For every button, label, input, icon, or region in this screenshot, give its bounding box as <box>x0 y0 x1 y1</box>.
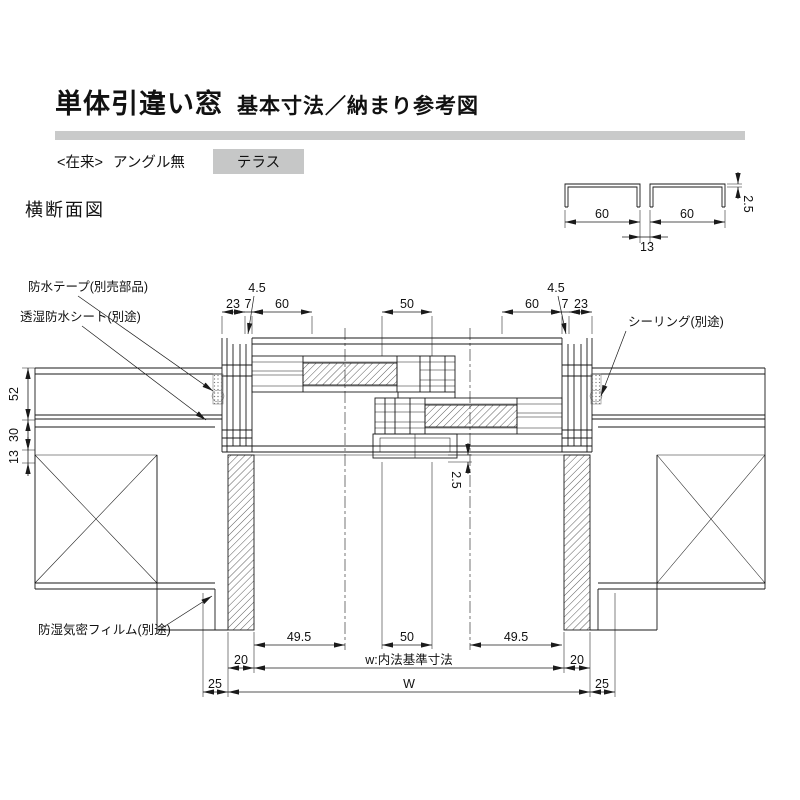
dim-7-left: 7 <box>245 297 252 311</box>
wall-section-left <box>34 367 228 631</box>
exterior-sash-stile <box>302 362 398 386</box>
dimensions-top: 23 7 60 50 60 7 23 4.5 4.5 <box>221 281 593 356</box>
label-sealing: シーリング(別途) <box>628 314 724 329</box>
page-title: 単体引違い窓 基本寸法／納まり参考図 <box>55 82 479 121</box>
dim-23-right: 23 <box>574 297 588 311</box>
title-sub: 基本寸法／納まり参考図 <box>237 95 479 118</box>
title-main: 単体引違い窓 <box>55 89 223 119</box>
dim-w-overall: W <box>403 677 415 691</box>
label-moisture-film: 防湿気密フィルム(別途) <box>38 622 171 637</box>
spec-type-badge: テラス <box>212 149 305 174</box>
spec-bracket: <在来> <box>57 155 103 171</box>
section-label: 横断面図 <box>25 200 105 220</box>
dim-49-5-right: 49.5 <box>504 630 528 644</box>
detail-dim-2-5: 2.5 <box>741 195 755 212</box>
dim-25-left: 25 <box>208 677 222 691</box>
label-breathable-sheet: 透湿防水シート(別途) <box>20 309 141 324</box>
dimensions-bottom: 49.5 50 49.5 20 w:内法基準寸法 20 25 W 25 <box>202 462 616 697</box>
spec-row: <在来> アングル無 テラス <box>57 149 305 174</box>
dimension-center: 2.5 <box>448 443 472 489</box>
post-right <box>563 454 591 631</box>
label-waterproof-tape: 防水テープ(別売部品) <box>28 279 148 294</box>
title-underline-bar <box>55 131 745 140</box>
tape-roll-right <box>589 389 603 403</box>
wall-section-right <box>590 367 766 631</box>
dim-52: 52 <box>7 387 21 401</box>
spec-angle: アングル無 <box>112 155 185 171</box>
dim-7-right: 7 <box>562 297 569 311</box>
dimensions-left: 52 30 13 <box>7 367 35 476</box>
sill-detail-drawing: 60 60 13 2.5 <box>564 172 755 254</box>
dim-30: 30 <box>7 428 21 442</box>
sealing-area-right <box>590 373 602 405</box>
dim-60-right: 60 <box>525 297 539 311</box>
dim-2-5-center: 2.5 <box>449 471 463 488</box>
sliding-sashes <box>251 328 563 650</box>
detail-dim-60-left: 60 <box>595 207 609 221</box>
dim-4-5-right: 4.5 <box>547 281 564 295</box>
dim-20-left: 20 <box>234 653 248 667</box>
annotations: 防水テープ(別売部品) 透湿防水シート(別途) シーリング(別途) 防湿気密フィ… <box>20 279 724 637</box>
interior-sash-stile <box>424 404 518 428</box>
dim-50-top: 50 <box>400 297 414 311</box>
dim-25-right: 25 <box>595 677 609 691</box>
detail-dim-60-right: 60 <box>680 207 694 221</box>
tape-roll-left <box>211 389 225 403</box>
dim-w-inner-label: w:内法基準寸法 <box>364 652 453 667</box>
dim-50-bottom: 50 <box>400 630 414 644</box>
waterproof-tape-area-left <box>212 373 224 405</box>
dim-49-5-left: 49.5 <box>287 630 311 644</box>
dim-20-right: 20 <box>570 653 584 667</box>
dim-60-left: 60 <box>275 297 289 311</box>
dim-13: 13 <box>7 450 21 464</box>
post-left <box>227 454 255 631</box>
window-frame <box>211 337 603 456</box>
dim-4-5-left: 4.5 <box>248 281 265 295</box>
dim-23-left: 23 <box>226 297 240 311</box>
detail-dim-13: 13 <box>640 240 654 254</box>
